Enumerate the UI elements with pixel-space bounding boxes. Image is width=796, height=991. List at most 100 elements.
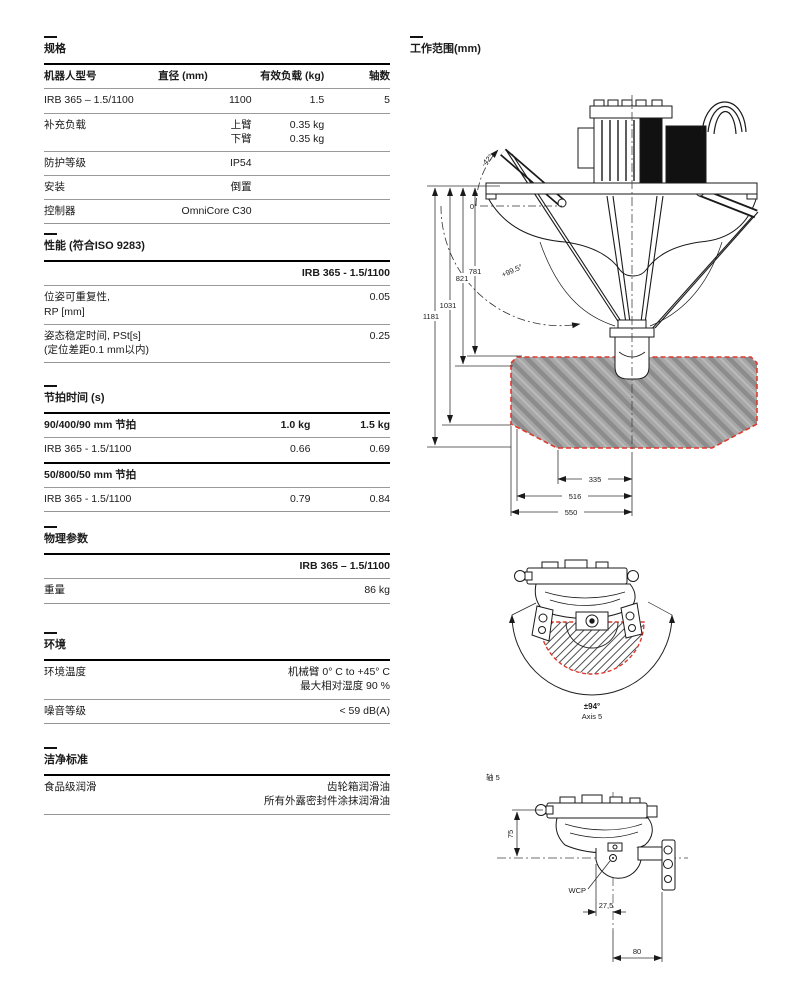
wcp-center	[612, 857, 614, 859]
cell: 5	[384, 94, 390, 107]
cell: 90/400/90 mm 节拍	[44, 419, 137, 432]
cell: 0.35 kg 0.35 kg	[289, 118, 325, 145]
cell: 环境温度	[44, 666, 86, 679]
sweep-arc	[509, 614, 675, 696]
robot-drawing	[485, 99, 759, 333]
cell: 0.05	[369, 291, 390, 304]
dim-label-27-5: 27,5	[599, 901, 614, 910]
table-row: IRB 365 – 1.5/1100 1100 1.5 5	[44, 88, 390, 113]
cell: 位姿可重复性, RP [mm]	[44, 291, 110, 318]
table-row: 环境温度 机械臂 0° C to +45° C 最大相对湿度 90 %	[44, 660, 390, 699]
cell: 倒置	[230, 181, 252, 194]
cell: 食品级润滑	[44, 781, 97, 794]
cell: 0.66	[289, 443, 311, 456]
cell: 86 kg	[364, 584, 390, 597]
cell	[324, 200, 390, 224]
table-header-row: 90/400/90 mm 节拍 1.0 kg 1.5 kg	[44, 413, 390, 438]
cell: 0.79	[289, 492, 311, 505]
work-range-main-drawing: -42° 0° +99.5° 1181 1031 821 781	[420, 95, 759, 517]
cell: 直径 (mm)	[158, 70, 208, 83]
cell: 上臂 下臂	[230, 118, 252, 145]
work-envelope	[510, 356, 758, 449]
cell: 0.25	[369, 329, 390, 342]
dim-label-1181: 1181	[423, 312, 439, 321]
axis5-range-drawing: ±94° Axis 5	[509, 559, 675, 721]
cell: 控制器	[44, 205, 76, 218]
section-title: 环境	[44, 639, 66, 651]
arc-tick	[511, 602, 537, 616]
section-performance: 性能 (符合ISO 9283) IRB 365 - 1.5/1100 位姿可重复…	[44, 233, 390, 364]
cell: IP54	[229, 156, 252, 169]
section-title: 性能 (符合ISO 9283)	[44, 240, 145, 252]
table-row: 安装 倒置	[44, 175, 390, 200]
section-title: 工作范围(mm)	[410, 43, 481, 55]
wrist-side-drawing	[535, 794, 676, 891]
cell: 50/800/50 mm 节拍	[44, 468, 137, 481]
section-physical: 物理参数 IRB 365 – 1.5/1100 重量 86 kg	[44, 526, 390, 604]
cell: 机器人型号	[44, 70, 97, 83]
section-title: 规格	[44, 43, 66, 55]
cleanliness-table: 食品级润滑 齿轮箱润滑油 所有外露密封件涂抹润滑油	[44, 774, 390, 815]
section-dash	[44, 526, 57, 528]
cycle-time-table: 90/400/90 mm 节拍 1.0 kg 1.5 kg IRB 365 - …	[44, 412, 390, 512]
section-title: 洁净标准	[44, 754, 88, 766]
axis5-side-view-drawing: 轴 5 WCP	[486, 772, 688, 962]
cell: 轴数	[369, 70, 390, 83]
cell	[44, 261, 234, 286]
cell: < 59 dB(A)	[339, 704, 391, 717]
environment-table: 环境温度 机械臂 0° C to +45° C 最大相对湿度 90 % 噪音等级…	[44, 659, 390, 724]
cell: 机械臂 0° C to +45° C 最大相对湿度 90 %	[287, 666, 390, 693]
table-row: IRB 365 - 1.5/1100 0.66 0.69	[44, 437, 390, 463]
cell: 有效负载 (kg)	[260, 70, 325, 83]
table-row: 位姿可重复性, RP [mm] 0.05	[44, 285, 390, 324]
dim-label-80: 80	[633, 947, 641, 956]
angle-label-zero: 0°	[470, 202, 477, 211]
table-header-row: IRB 365 – 1.5/1100	[44, 554, 391, 579]
dim-label-bg	[453, 273, 472, 283]
cell: 1100	[228, 94, 252, 107]
cell: IRB 365 – 1.5/1100	[299, 560, 391, 573]
section-cleanliness: 洁净标准 食品级润滑 齿轮箱润滑油 所有外露密封件涂抹润滑油	[44, 747, 390, 815]
table-row: IRB 365 - 1.5/1100 0.79 0.84	[44, 487, 390, 511]
cell: 安装	[44, 181, 65, 194]
dim-label-bg	[582, 474, 608, 484]
dim-label-75: 75	[506, 830, 515, 838]
wcp-label: WCP	[569, 886, 587, 895]
section-dash	[410, 36, 423, 38]
table-row: 控制器 OmniCore C30	[44, 199, 390, 224]
section-dash	[44, 233, 57, 235]
table-subheader-row: 50/800/50 mm 节拍	[44, 462, 390, 488]
table-row: 食品级润滑 齿轮箱润滑油 所有外露密封件涂抹润滑油	[44, 775, 390, 814]
angle-label-minus42: -42°	[479, 152, 495, 168]
section-environment: 环境 环境温度 机械臂 0° C to +45° C 最大相对湿度 90 % 噪…	[44, 632, 390, 724]
cell: 1.5	[309, 94, 325, 107]
dim-label-821: 821	[456, 274, 469, 283]
section-dash	[44, 747, 57, 749]
table-row: 姿态稳定时间, PSt[s] (定位差距0.1 mm以内) 0.25	[44, 324, 390, 362]
dim-label-335: 335	[589, 475, 602, 484]
dim-27-5	[583, 864, 626, 916]
axis5-angle-label: ±94°	[584, 702, 601, 711]
section-specifications: 规格 机器人型号 直径 (mm) 有效负载 (kg) 轴数 IRB 365 – …	[44, 36, 390, 225]
dim-label-1031: 1031	[440, 301, 457, 310]
dim-75	[512, 809, 543, 857]
section-work-range: 工作范围(mm)	[410, 36, 630, 63]
inner-arc	[565, 621, 619, 649]
section-title: 物理参数	[44, 533, 88, 545]
cell: IRB 365 - 1.5/1100	[44, 492, 132, 505]
section-title: 节拍时间 (s)	[44, 392, 105, 404]
cell: 重量	[44, 584, 65, 597]
spec-table: 机器人型号 直径 (mm) 有效负载 (kg) 轴数 IRB 365 – 1.5…	[44, 63, 390, 225]
cell: IRB 365 – 1.5/1100	[44, 94, 134, 107]
section-dash	[44, 632, 57, 634]
cell: 齿轮箱润滑油 所有外露密封件涂抹润滑油	[264, 781, 390, 808]
dim-label-516: 516	[569, 492, 582, 501]
table-row: 补充负载 上臂 下臂 0.35 kg 0.35 kg	[44, 113, 390, 151]
cell: IRB 365 - 1.5/1100	[44, 443, 132, 456]
table-header-row: IRB 365 - 1.5/1100	[44, 261, 390, 286]
axis5-axis-label: Axis 5	[582, 712, 602, 721]
angle-label-plus99: +99.5°	[500, 262, 524, 279]
arc-tick	[647, 601, 673, 616]
dim-label-550: 550	[565, 508, 578, 517]
